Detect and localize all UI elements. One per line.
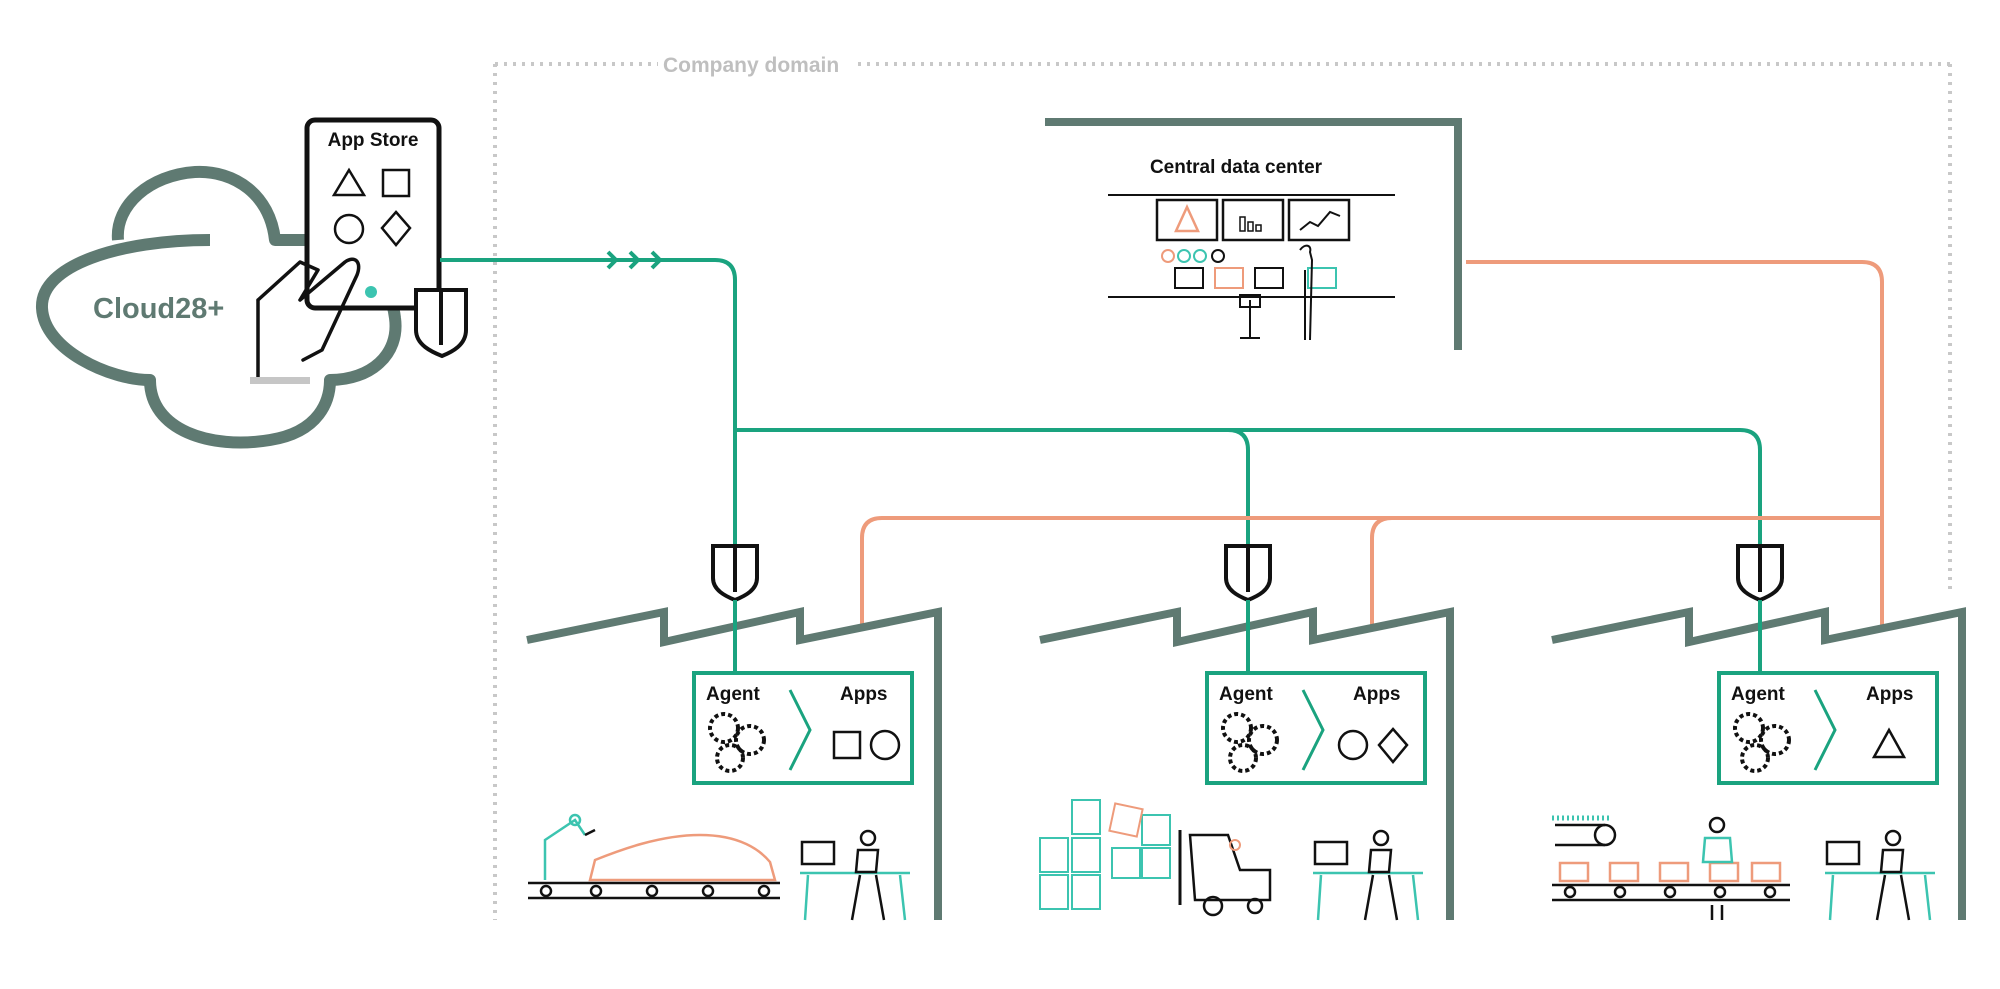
desk-monitor-icon	[1214, 267, 1244, 289]
robot-car-assembly-icon	[528, 813, 780, 900]
apps-label: Apps	[1866, 684, 1914, 705]
person-standing-icon	[1299, 244, 1314, 341]
flow-arrow-icon	[628, 250, 641, 270]
agent-apps-box	[1205, 671, 1427, 785]
gears-icon	[1733, 712, 1791, 773]
cloud28-label: Cloud28+	[93, 293, 224, 325]
warehouse-forklift-icon	[1039, 799, 1272, 917]
company-domain-boundary: Company domain	[493, 54, 1952, 920]
tablet-home-dot-icon	[365, 286, 377, 298]
square-app-icon	[381, 168, 411, 198]
gears-icon	[1221, 712, 1279, 773]
flow-arrow-icon	[606, 250, 619, 270]
cloud28-cloud: Cloud28+	[36, 165, 402, 449]
worker-at-desk-icon	[800, 829, 910, 921]
factory-2: Agent Apps	[1039, 544, 1454, 921]
chevron-right-icon	[788, 689, 812, 771]
worker-at-desk-icon	[1313, 829, 1423, 921]
triangle-app-icon	[1871, 727, 1907, 759]
desk-monitor-icon	[1307, 267, 1337, 289]
factory-1: Agent Apps	[526, 544, 942, 921]
chevron-right-icon	[1813, 689, 1837, 771]
app-store-title: App Store	[328, 130, 419, 151]
central-data-center: Central data center	[1045, 118, 1462, 350]
chair-icon	[1239, 294, 1261, 308]
line-chart-monitor-icon	[1287, 198, 1351, 242]
gears-icon	[708, 712, 766, 773]
agent-apps-box	[692, 671, 914, 785]
green-network	[440, 250, 1762, 678]
agent-label: Agent	[1219, 684, 1274, 705]
desk-monitor-icon	[1254, 267, 1284, 289]
circle-app-icon	[1337, 729, 1369, 761]
packaging-line-icon	[1552, 815, 1790, 920]
app-store-tablet: App Store	[250, 117, 468, 384]
hand-cuff-icon	[250, 377, 310, 384]
hand-icon	[256, 257, 361, 382]
apps-label: Apps	[840, 684, 888, 705]
alert-monitor-icon	[1155, 198, 1219, 242]
diamond-app-icon	[1377, 727, 1409, 764]
factory-3: Agent Apps	[1551, 544, 1966, 921]
desk-monitor-icon	[1174, 267, 1204, 289]
apps-label: Apps	[1353, 684, 1401, 705]
triangle-app-icon	[331, 167, 367, 197]
bar-chart-monitor-icon	[1221, 198, 1285, 242]
circle-app-icon	[869, 729, 901, 761]
orange-network	[860, 260, 1884, 628]
circle-app-icon	[333, 213, 365, 245]
worker-at-desk-icon	[1825, 829, 1935, 921]
agent-label: Agent	[1731, 684, 1786, 705]
square-app-icon	[832, 730, 862, 760]
data-center-title: Central data center	[1150, 157, 1323, 178]
agent-apps-box	[1717, 671, 1939, 785]
chevron-right-icon	[1301, 689, 1325, 771]
company-domain-label: Company domain	[663, 54, 839, 77]
flow-arrow-icon	[650, 250, 663, 270]
agent-label: Agent	[706, 684, 761, 705]
diamond-app-icon	[380, 210, 412, 247]
